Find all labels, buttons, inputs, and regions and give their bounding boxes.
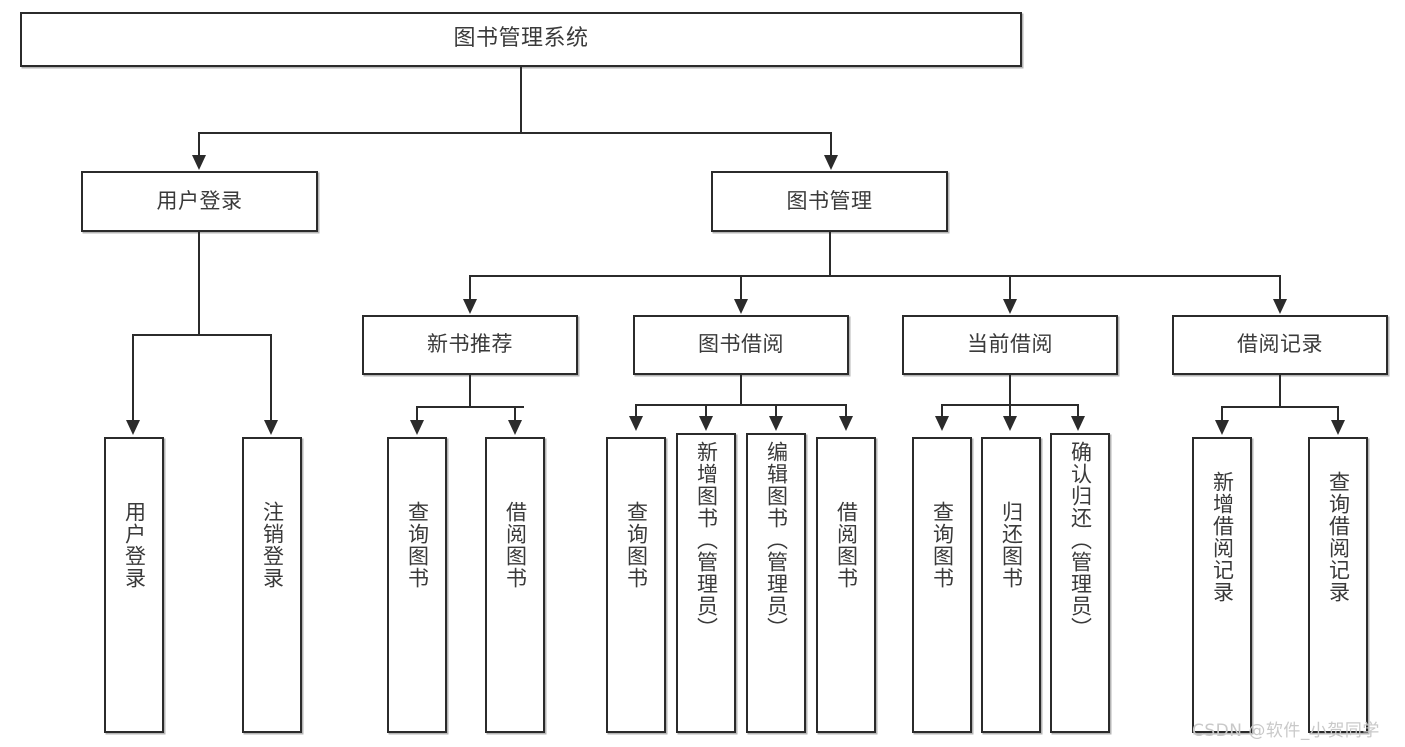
connector-borrow-record-bus — [1221, 406, 1339, 408]
leaf-return-book[interactable]: 归还图书 — [981, 437, 1041, 733]
leaf-edit-book[interactable]: 编辑图书（管理员） — [746, 433, 806, 733]
connector-new-book-rec-bus — [416, 406, 524, 408]
arrow-new-book-rec-leaf-1 — [410, 420, 424, 435]
leaf-add-record-label: 新增借阅记录 — [1210, 471, 1235, 603]
leaf-confirm-return-label: 确认归还（管理员） — [1068, 441, 1093, 639]
leaf-edit-book-label: 编辑图书（管理员） — [764, 441, 789, 639]
connector-book-manage-drop-4 — [1279, 275, 1281, 301]
connector-root-to-user-login — [198, 132, 200, 157]
connector-book-manage-drop-1 — [469, 275, 471, 301]
connector-user-login-drop-2 — [270, 334, 272, 422]
leaf-query-book-borrow-label: 查询图书 — [624, 501, 649, 589]
arrow-book-manage-to-borrow-record — [1273, 299, 1287, 314]
arrow-new-book-rec-leaf-2 — [508, 420, 522, 435]
leaf-query-record-label: 查询借阅记录 — [1326, 471, 1351, 603]
node-root[interactable]: 图书管理系统 — [20, 12, 1022, 67]
connector-book-borrow-drop-1 — [635, 404, 637, 418]
leaf-query-book-cur-label: 查询图书 — [930, 501, 955, 589]
connector-book-borrow-bus — [635, 404, 847, 406]
connector-book-borrow-drop-4 — [845, 404, 847, 418]
arrow-book-borrow-leaf-3 — [769, 416, 783, 431]
node-new-book-rec[interactable]: 新书推荐 — [362, 315, 578, 375]
connector-book-manage-drop-3 — [1009, 275, 1011, 301]
leaf-query-record[interactable]: 查询借阅记录 — [1308, 437, 1368, 733]
leaf-borrow-book-label: 借阅图书 — [834, 501, 859, 589]
arrow-book-borrow-leaf-1 — [629, 416, 643, 431]
leaf-query-book-cur[interactable]: 查询图书 — [912, 437, 972, 733]
node-root-label: 图书管理系统 — [453, 26, 589, 52]
arrow-book-manage-to-current-borrow — [1003, 299, 1017, 314]
connector-user-login-drop-1 — [132, 334, 134, 422]
arrow-user-login-leaf-2 — [264, 420, 278, 435]
connector-root-bus — [198, 132, 832, 134]
arrow-current-borrow-leaf-2 — [1003, 416, 1017, 431]
arrow-root-to-book-manage — [824, 155, 838, 170]
node-book-borrow-label: 图书借阅 — [698, 332, 784, 357]
leaf-return-book-label: 归还图书 — [999, 501, 1024, 589]
arrow-book-borrow-leaf-4 — [839, 416, 853, 431]
node-borrow-record-label: 借阅记录 — [1237, 332, 1323, 357]
connector-current-borrow-drop-2 — [1009, 404, 1011, 418]
node-book-manage-label: 图书管理 — [786, 188, 873, 213]
node-current-borrow[interactable]: 当前借阅 — [902, 315, 1118, 375]
connector-current-borrow-stem — [1009, 375, 1011, 405]
connector-new-book-rec-drop-1 — [416, 406, 418, 422]
arrow-current-borrow-leaf-1 — [935, 416, 949, 431]
arrow-borrow-record-leaf-2 — [1331, 420, 1345, 435]
connector-book-manage-stem — [829, 232, 831, 276]
leaf-logout[interactable]: 注销登录 — [242, 437, 302, 733]
connector-user-login-stem — [198, 232, 200, 335]
leaf-borrow-book[interactable]: 借阅图书 — [816, 437, 876, 733]
arrow-book-manage-to-new-book-rec — [463, 299, 477, 314]
leaf-query-book-rec[interactable]: 查询图书 — [387, 437, 447, 733]
connector-book-borrow-stem — [740, 375, 742, 405]
leaf-borrow-book-rec[interactable]: 借阅图书 — [485, 437, 545, 733]
node-new-book-rec-label: 新书推荐 — [427, 332, 513, 357]
node-user-login[interactable]: 用户登录 — [81, 171, 318, 232]
leaf-logout-label: 注销登录 — [260, 501, 285, 589]
leaf-user-login-label: 用户登录 — [122, 501, 147, 589]
connector-user-login-bus — [132, 334, 270, 336]
leaf-borrow-book-rec-label: 借阅图书 — [503, 501, 528, 589]
arrow-borrow-record-leaf-1 — [1215, 420, 1229, 435]
arrow-book-borrow-leaf-2 — [699, 416, 713, 431]
arrow-root-to-user-login — [192, 155, 206, 170]
connector-new-book-rec-stem — [469, 375, 471, 407]
leaf-confirm-return[interactable]: 确认归还（管理员） — [1050, 433, 1110, 733]
connector-root-to-book-manage — [830, 132, 832, 157]
leaf-add-record[interactable]: 新增借阅记录 — [1192, 437, 1252, 733]
leaf-query-book-rec-label: 查询图书 — [405, 501, 430, 589]
arrow-current-borrow-leaf-3 — [1071, 416, 1085, 431]
connector-current-borrow-drop-1 — [941, 404, 943, 418]
node-current-borrow-label: 当前借阅 — [967, 332, 1053, 357]
node-book-manage[interactable]: 图书管理 — [711, 171, 948, 232]
leaf-user-login[interactable]: 用户登录 — [104, 437, 164, 733]
connector-borrow-record-drop-2 — [1337, 406, 1339, 422]
connector-root-stem — [520, 67, 522, 133]
connector-new-book-rec-drop-2 — [514, 406, 516, 422]
leaf-query-book-borrow[interactable]: 查询图书 — [606, 437, 666, 733]
connector-book-manage-drop-2 — [740, 275, 742, 301]
arrow-book-manage-to-book-borrow — [734, 299, 748, 314]
leaf-add-book[interactable]: 新增图书（管理员） — [676, 433, 736, 733]
arrow-user-login-leaf-1 — [126, 420, 140, 435]
connector-book-manage-bus — [469, 275, 1281, 277]
connector-current-borrow-drop-3 — [1077, 404, 1079, 418]
connector-borrow-record-stem — [1279, 375, 1281, 407]
node-user-login-label: 用户登录 — [156, 188, 243, 213]
connector-borrow-record-drop-1 — [1221, 406, 1223, 422]
node-borrow-record[interactable]: 借阅记录 — [1172, 315, 1388, 375]
leaf-add-book-label: 新增图书（管理员） — [694, 441, 719, 639]
connector-book-borrow-drop-3 — [775, 404, 777, 418]
connector-book-borrow-drop-2 — [705, 404, 707, 418]
node-book-borrow[interactable]: 图书借阅 — [633, 315, 849, 375]
